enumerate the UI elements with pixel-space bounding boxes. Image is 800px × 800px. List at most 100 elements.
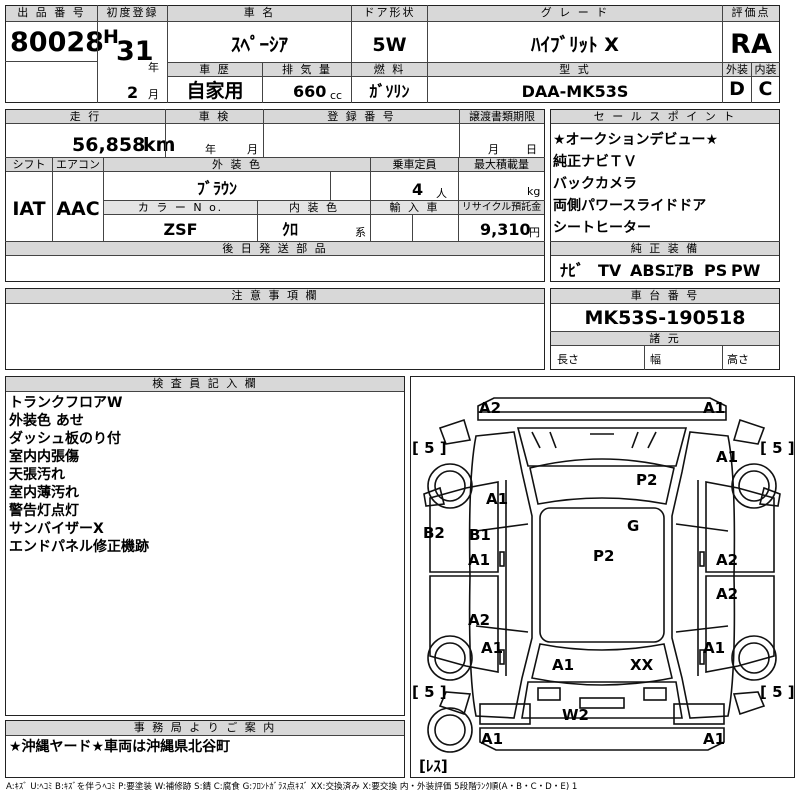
reg-month: 2 [127,83,139,102]
reg-year: 31 [116,36,154,67]
score-header: 評価点 [723,6,779,22]
dim-width: 幅 [650,353,661,366]
inspector-note-7: 警告灯点灯 [9,503,79,519]
fuel-header: 燃 料 [352,63,427,77]
era-letter: H [103,26,119,48]
grade-header: グ レ ー ド [428,6,722,22]
transfer-day-unit: 日 [526,143,537,156]
equip-airbag: ｴｱB [666,261,695,280]
lot-header: 出 品 番 号 [6,6,97,22]
inspector-note-1: トランクフロアW [9,395,123,411]
tire-label-rear-left: [ 5 ] [412,683,447,701]
mark-front-bumper-right: A1 [703,399,726,417]
sales-point-5: シートヒーター [553,220,651,236]
mark-windshield: G [627,517,640,535]
mark-hood-right: P2 [636,471,658,489]
mark-rear-fender-right: A1 [703,639,726,657]
recycle-header: リサイクル預託金 [459,201,544,215]
inspection-month-unit: 月 [247,143,258,156]
inspection-header: 車 検 [166,110,263,124]
first-reg-header: 初度登録 [98,6,167,22]
chassis-header: 車 台 番 号 [551,289,779,304]
transfer-month-unit: 月 [488,143,499,156]
month-unit: 月 [148,88,159,101]
model-header: 型 式 [428,63,722,77]
mileage-value: 56,858 [72,134,146,156]
mark-left-pillar: B2 [423,524,445,542]
color-no-value: ZSF [163,220,198,239]
mark-rear-bumper: W2 [562,706,589,724]
mileage-header: 走 行 [6,110,165,124]
capacity-value: 4 [412,180,424,199]
recycle-unit: 円 [529,226,540,239]
dim-length: 長さ [557,353,579,366]
history-header: 車 歴 [168,63,262,77]
int-color-header: 内 装 色 [258,201,370,215]
color-header: 外 装 色 [104,158,370,172]
chassis-number: MK53S-190518 [584,307,746,329]
sales-point-2: 純正ナビＴＶ [553,154,637,170]
aircon-header: エアコン [53,158,103,172]
shift-header: シフト [6,158,52,172]
mark-roof: P2 [593,547,615,565]
inspection-year-unit: 年 [205,143,216,156]
capacity-unit: 人 [436,187,447,200]
mark-rear-corner-left: A1 [481,730,504,748]
inspector-note-5: 天張汚れ [9,467,65,483]
notes-header: 注 意 事 項 欄 [6,289,544,304]
mark-rear-door-left: A2 [468,611,491,629]
interior-header: 内装 [752,63,779,77]
inspector-note-6: 室内薄汚れ [9,485,79,501]
exterior-grade: D [729,78,745,100]
door-header: ドア形状 [352,6,427,22]
displacement-value: 660 [293,82,327,101]
grade-value: ﾊｲﾌﾞﾘｯﾄ X [531,34,619,56]
color-no-header: カ ラ ー N o. [104,201,257,215]
inspector-header: 検 査 員 記 入 欄 [6,377,404,392]
capacity-header: 乗車定員 [371,158,458,172]
inspector-box [5,376,405,716]
load-header: 最大積載量 [459,158,544,172]
legend-text: A:ｷｽﾞ U:ﾍｺﾐ B:ｷｽﾞを伴うﾍｺﾐ P:要塗装 W:補修跡 S:錆 … [6,782,578,792]
later-parts-header: 後 日 発 送 部 品 [6,242,544,256]
car-name: ｽﾍﾟｰｼｱ [230,34,288,56]
transfer-header: 譲渡書類期限 [460,110,544,124]
office-header: 事 務 局 よ り ご 案 内 [6,721,404,736]
interior-grade: C [758,78,773,100]
mark-front-bumper-left: A2 [479,399,502,417]
tire-label-front-left: [ 5 ] [412,439,447,457]
tire-label-rear-right: [ 5 ] [760,683,795,701]
exterior-header: 外装 [723,63,751,77]
dims-header: 諸 元 [551,332,779,346]
score-value: RA [730,29,772,60]
equip-ps: PS [704,261,728,280]
import-header: 輸 入 車 [371,201,458,215]
shift-value: IAT [12,198,46,220]
int-color-unit: 系 [355,226,366,239]
displacement-unit: cc [330,89,343,102]
mark-front-fender-right: A1 [716,448,739,466]
mark-front-door-right: A2 [716,551,739,569]
sales-point-4: 両側パワースライドドア [553,198,707,214]
aircon-value: AAC [56,198,100,220]
int-color-value: ｸﾛ [282,220,299,239]
office-note: ★沖縄ヤード★車両は沖縄県北谷町 [9,739,231,755]
mark-front-fender-left: A1 [486,490,509,508]
car-name-header: 車 名 [168,6,351,22]
equip-navi: ﾅﾋﾞ [560,261,585,280]
inspector-note-2: 外装色 あせ [9,413,84,429]
sales-point-1: ★オークションデビュー★ [553,132,719,148]
car-history: 自家用 [186,80,244,102]
color-value: ﾌﾞﾗｳﾝ [196,179,237,198]
equip-pw: PW [731,261,761,280]
mark-back-door-left: A1 [552,656,575,674]
displacement-header: 排 気 量 [263,63,351,77]
tire-label-spare: [ﾚｽ] [419,757,448,775]
load-unit: kg [527,185,541,198]
mark-front-door-left: B1 [469,526,491,544]
recycle-value: 9,310 [480,220,531,239]
mark-rear-corner-right: A1 [703,730,726,748]
dim-height: 高さ [727,353,749,366]
equip-abs: ABS [630,261,667,280]
